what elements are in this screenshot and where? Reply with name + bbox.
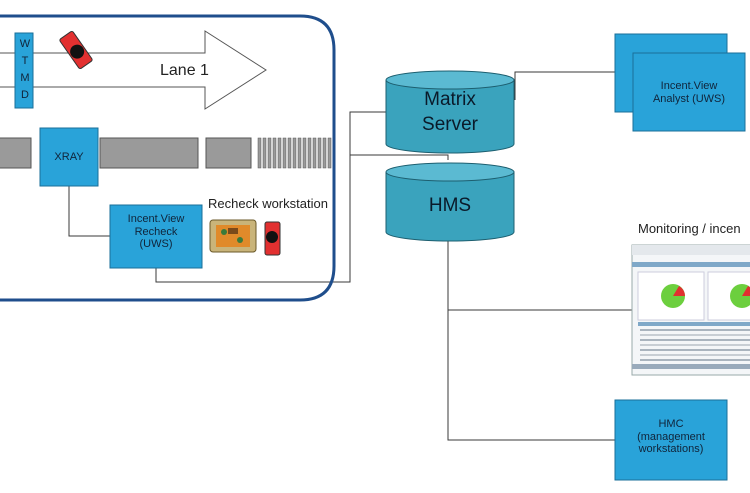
monitoring-table-row: [640, 349, 750, 351]
recheck-label-line: Incent.View: [127, 213, 185, 225]
conveyor-roller: [322, 137, 327, 169]
conveyor-roller: [262, 137, 267, 169]
conveyor-roller: [302, 137, 307, 169]
matrix-server-label-line: Matrix: [424, 89, 476, 110]
pie-chart-icon: [730, 284, 750, 308]
recheck-box: [109, 204, 203, 269]
hms-hmc-line: [447, 238, 615, 441]
analyst-label-line: Analyst (UWS): [652, 92, 726, 105]
analyst-label-line: Incent.View: [660, 80, 718, 92]
monitoring-table-row: [640, 359, 750, 361]
conveyor-roller: [282, 137, 287, 169]
hmc-label-line: HMC: [658, 418, 684, 430]
monitoring-label: Monitoring / incen: [638, 222, 741, 236]
wtmd-label: W T M D: [15, 36, 35, 104]
monitoring-table-row: [640, 334, 750, 336]
hmc-label-line: (management: [637, 430, 705, 443]
xray-label: XRAY: [54, 151, 84, 163]
analyst-label: Incent.View Analyst (UWS): [633, 80, 745, 105]
conveyor-roller: [267, 137, 272, 169]
hmc-box: [614, 399, 728, 481]
monitoring-table-row: [640, 354, 750, 356]
lane-frame: [0, 14, 336, 302]
connector-lines: [68, 71, 632, 441]
conveyor-roller: [277, 137, 282, 169]
conveyor-roller: [312, 137, 317, 169]
matrix-server-label-line: Server: [422, 113, 478, 135]
conveyor-roller: [287, 137, 292, 169]
xray-box: [39, 127, 99, 187]
wtmd-letter: D: [21, 89, 29, 101]
wtmd-gate: [14, 32, 34, 109]
recheck-label: Incent.View Recheck (UWS): [110, 213, 202, 251]
wtmd-letter: T: [21, 55, 29, 67]
conveyor-roller: [292, 137, 297, 169]
matrix-server-label: Matrix Server: [386, 88, 514, 137]
conveyor-roller: [297, 137, 302, 169]
recheck-label-line: (UWS): [139, 238, 173, 251]
recheck-server-line: [155, 111, 386, 283]
recheck-workstation-label: Recheck workstation: [208, 196, 328, 211]
monitoring-table-row: [640, 344, 750, 346]
recheck-label-line: Recheck: [134, 225, 178, 238]
hms-cylinder: [385, 162, 515, 242]
recheck-device-icon: [209, 219, 257, 253]
server-hms-line: [350, 154, 449, 160]
matrix-server-cylinder: [385, 70, 515, 154]
conveyor-rollers: [257, 137, 332, 169]
wtmd-letter: W: [19, 38, 31, 50]
hmc-label: HMC (management workstations): [615, 418, 727, 456]
wtmd-letter: M: [20, 72, 30, 84]
analyst-box-front: [632, 52, 746, 132]
conveyor-roller: [257, 137, 262, 169]
monitoring-table-row: [640, 329, 750, 331]
server-analyst-line: [514, 71, 615, 100]
conveyor-roller: [327, 137, 332, 169]
hms-label: HMS: [428, 195, 472, 216]
lane-tag-icon: [59, 30, 93, 70]
conveyor-roller: [272, 137, 277, 169]
monitoring-table-row: [640, 339, 750, 341]
xray-recheck-line: [68, 186, 110, 237]
conveyor-belt: [0, 137, 252, 169]
conveyor-roller: [317, 137, 322, 169]
lane-label: Lane 1: [160, 62, 209, 79]
hmc-label-line: workstations): [638, 443, 704, 456]
recheck-tag-icon: [264, 221, 281, 256]
monitoring-screenshot: [631, 244, 750, 376]
conveyor-roller: [307, 137, 312, 169]
